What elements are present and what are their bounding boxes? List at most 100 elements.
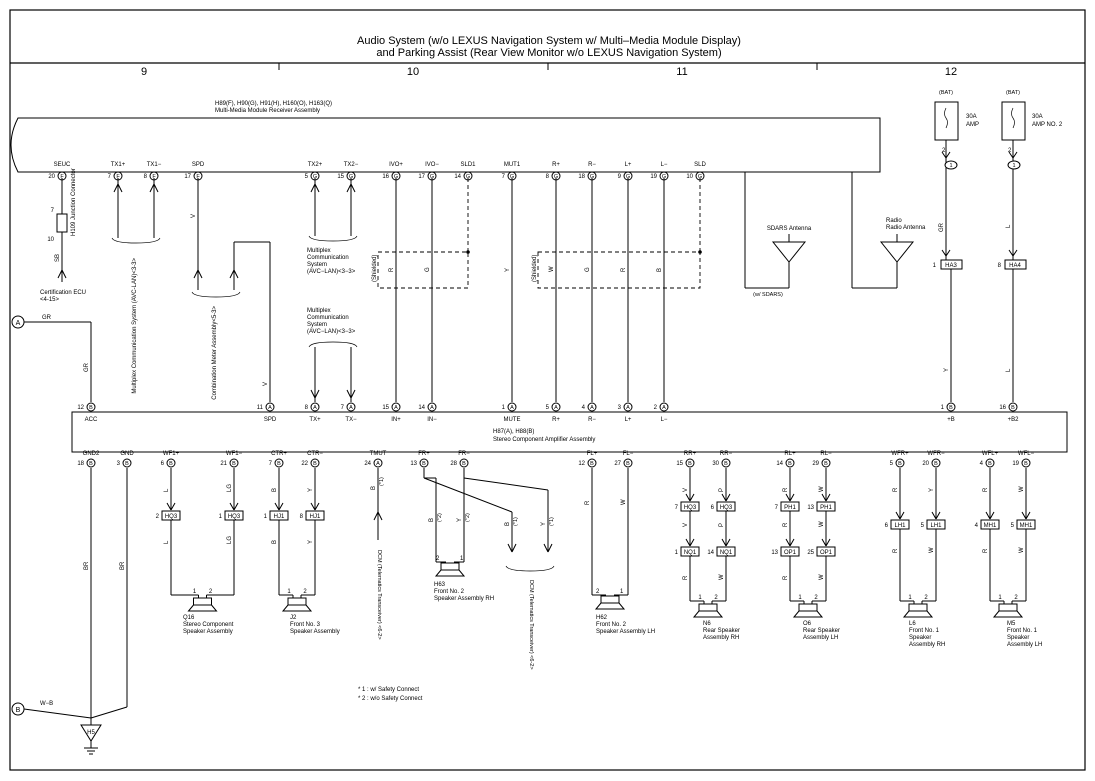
- amp-pin-connector: B: [89, 461, 93, 467]
- amp-pin-number: 18: [77, 461, 84, 467]
- amp-pin-number: 2: [654, 405, 658, 411]
- amp-pin-connector: A: [626, 405, 630, 411]
- svg-text:(BAT): (BAT): [939, 90, 953, 96]
- svg-text:B: B: [505, 522, 511, 526]
- amp-pin-terminal: [507, 402, 517, 412]
- svg-text:6: 6: [885, 523, 889, 529]
- receiver-pin-label: SPD: [192, 162, 205, 168]
- amp-pin-connector: A: [349, 405, 353, 411]
- svg-text:HA4: HA4: [1009, 263, 1021, 269]
- amp-pin-terminal: [623, 458, 633, 468]
- multiplex-bracket-1: Multiplex Communication System (AVC-LAN)…: [111, 178, 161, 394]
- receiver-pin-number: 19: [650, 174, 657, 180]
- amp-bottom-pin-ctr-: CTR+B7: [269, 451, 287, 468]
- amp-top-pin-l-: A2L−: [654, 402, 669, 423]
- speaker-name: Assembly LH: [803, 635, 838, 641]
- speaker-icon: [908, 603, 928, 612]
- amp-bottom-pin-wfl-: WFL+B4: [980, 451, 999, 468]
- svg-text:1: 1: [193, 589, 197, 595]
- fuse-amp-no2: (BAT) 30A AMP NO. 2 2 1 L HA4 8 L: [998, 90, 1063, 402]
- svg-text:5: 5: [1011, 523, 1015, 529]
- column-11: 11: [676, 66, 687, 78]
- amp-pin-number: 15: [676, 461, 683, 467]
- svg-text:G: G: [585, 267, 591, 272]
- amp-pin-connector: B: [590, 461, 594, 467]
- speaker-name: Rear Speaker: [703, 628, 740, 634]
- amp-pin-number: 15: [382, 405, 389, 411]
- amp-pin-label: TX+: [309, 417, 321, 423]
- amp-bottom-pin-wf1-: WF1−B21: [220, 451, 243, 468]
- amp-pin-label: IN+: [391, 417, 401, 423]
- amp-bottom-pin-rr-: RR−B30: [712, 451, 733, 468]
- svg-text:25: 25: [807, 550, 814, 556]
- svg-text:P: P: [719, 523, 725, 527]
- amp-pin-terminal: [895, 458, 905, 468]
- amp-pin-terminal: [659, 402, 669, 412]
- amp-pin-connector: B: [988, 461, 992, 467]
- amp-pin-label: MUTE: [504, 417, 521, 423]
- svg-text:Y: Y: [457, 518, 463, 522]
- receiver-pin-connector: G: [626, 174, 630, 180]
- receiver-pin-connector: F: [152, 174, 156, 180]
- svg-text:2: 2: [1014, 595, 1018, 601]
- amp-pin-label: CTR−: [307, 451, 323, 457]
- receiver-pin-connector: F: [116, 174, 120, 180]
- amp-pin-label: WFR+: [891, 451, 909, 457]
- amp-pin-terminal: [1008, 402, 1018, 412]
- svg-text:(w/ SDARS): (w/ SDARS): [753, 292, 783, 298]
- svg-text:W: W: [819, 486, 825, 492]
- amp-bottom-pin-wf1-: WF1+B6: [161, 451, 180, 468]
- sdars-antenna: SDARS Antenna (w/ SDARS): [744, 172, 812, 298]
- amp-pin-terminal: [685, 458, 695, 468]
- svg-text:2: 2: [814, 595, 818, 601]
- column-9: 9: [141, 66, 147, 78]
- svg-text:6: 6: [711, 505, 715, 511]
- receiver-pin-number: 5: [305, 174, 309, 180]
- svg-text:R: R: [783, 522, 789, 527]
- amp-pin-terminal: [551, 402, 561, 412]
- amp-bottom-pin-rr-: RR+B15: [676, 451, 697, 468]
- speaker-name: Speaker: [1007, 635, 1029, 641]
- svg-text:AMP: AMP: [966, 122, 979, 128]
- svg-text:13: 13: [771, 550, 778, 556]
- receiver-pin-connector: G: [662, 174, 666, 180]
- svg-text:V: V: [683, 523, 689, 527]
- receiver-name: Multi-Media Module Receiver Assembly: [215, 108, 320, 114]
- receiver-pin-number: 7: [108, 174, 112, 180]
- multiplex-label-1: Multiplex Communication System (AVC-LAN)…: [132, 258, 138, 394]
- amp-pin-label: RL−: [820, 451, 832, 457]
- svg-text:1: 1: [698, 595, 702, 601]
- amp-pin-connector: A: [662, 405, 666, 411]
- svg-text:NQ1: NQ1: [684, 550, 697, 556]
- svg-text:L: L: [164, 488, 170, 492]
- amp-pin-number: 16: [999, 405, 1006, 411]
- receiver-pin-label: TX2+: [308, 162, 323, 168]
- combination-meter-label: Combination Meter Assembly<5-3>: [212, 306, 218, 400]
- receiver-pin-connector: G: [698, 174, 702, 180]
- amp-bottom-pin-wfr-: WFR+B5: [890, 451, 909, 468]
- svg-text:L: L: [164, 540, 170, 544]
- amp-pin-number: 13: [410, 461, 417, 467]
- amp-bottom-pin-wfl-: WFL−B19: [1012, 451, 1035, 468]
- amp-pin-connector: B: [934, 461, 938, 467]
- amp-pin-connector: A: [430, 405, 434, 411]
- svg-text:Speaker Assembly RH: Speaker Assembly RH: [434, 596, 494, 602]
- amp-pin-connector: B: [688, 461, 692, 467]
- audio-shielded-wires: (Shielded) W G R B: [532, 178, 702, 402]
- svg-text:2: 2: [1008, 148, 1012, 154]
- amp-pin-terminal: [587, 458, 597, 468]
- svg-text:GR: GR: [84, 362, 90, 372]
- amp-pin-connector: B: [125, 461, 129, 467]
- speaker-icon: [998, 603, 1018, 612]
- amp-pin-number: 5: [546, 405, 550, 411]
- receiver-pin-label: R−: [588, 162, 596, 168]
- svg-text:1: 1: [219, 514, 223, 520]
- svg-text:MH1: MH1: [1020, 523, 1033, 529]
